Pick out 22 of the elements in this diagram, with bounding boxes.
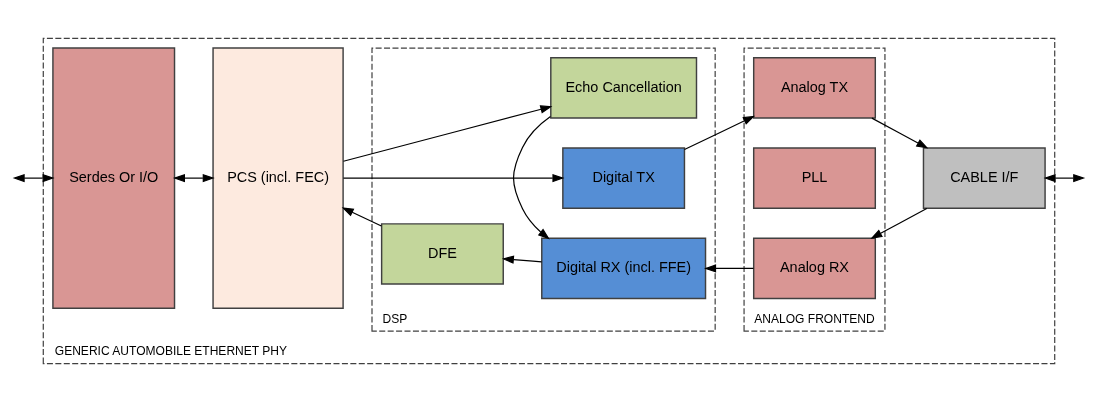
arrow [342,105,553,162]
arrow [342,173,565,183]
arrow [871,117,929,149]
arrow [512,115,552,240]
node-box: DFE [380,223,504,285]
arrow [172,173,215,183]
node-box: Analog RX [752,237,877,300]
arrow [501,255,543,264]
node-box: CABLE I/F [922,147,1046,209]
node-box: Analog TX [752,57,877,119]
node-box: PCS (incl. FEC) [212,47,344,309]
node-box: Digital RX (incl. FFE) [541,237,707,300]
node-box: Echo Cancellation [550,57,698,119]
node-box: Serdes Or I/O [52,47,176,309]
node-box: PLL [752,147,877,209]
arrow [341,207,382,227]
arrow [1043,173,1086,183]
arrow [704,264,754,273]
arrow [683,115,756,151]
node-box: Digital TX [562,147,686,209]
arrow [870,207,928,239]
arrow [12,173,55,183]
